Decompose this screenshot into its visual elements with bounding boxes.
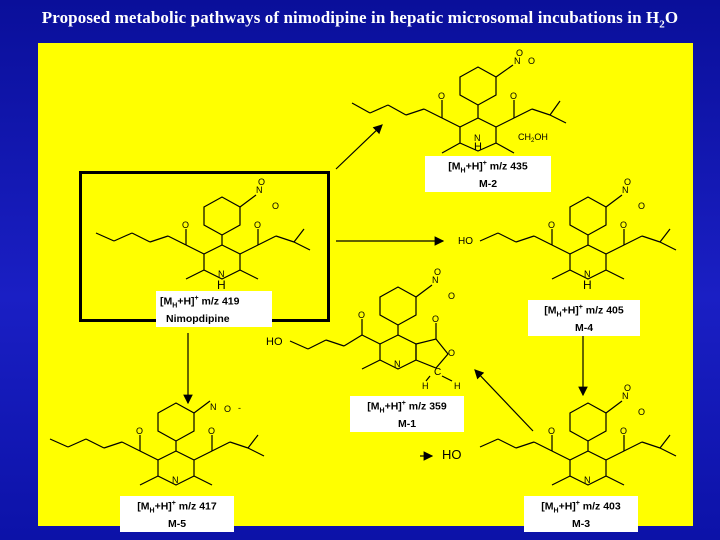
m4-nitro-n: N bbox=[622, 185, 629, 195]
parent-nh-h: H bbox=[217, 278, 226, 292]
m2-nh-h: H bbox=[474, 141, 482, 153]
m2-nitro-n: N bbox=[514, 56, 521, 66]
arrow-parent-to-m2 bbox=[335, 124, 383, 170]
page-title: Proposed metabolic pathways of nimodipin… bbox=[41, 8, 679, 31]
m2-ion: [MH+H]+ m/z 435 bbox=[448, 160, 528, 175]
m1-label: [MH+H]+ m/z 359 M-1 bbox=[350, 396, 464, 432]
parent-name: Nimopdipine bbox=[166, 312, 230, 325]
m4-label: [MH+H]+ m/z 405 M-4 bbox=[528, 300, 640, 336]
m3-ring-n: N bbox=[584, 475, 591, 485]
m1-name: M-1 bbox=[397, 417, 417, 430]
m5-nitro-minus: - bbox=[238, 403, 241, 413]
m5-carbonyl-o-right: O bbox=[208, 426, 215, 436]
m3-carbonyl-o-right: O bbox=[620, 426, 627, 436]
m2-carbonyl-o-left: O bbox=[438, 91, 445, 101]
m4-carbonyl-o-left: O bbox=[548, 220, 555, 230]
m2-carbonyl-o-right: O bbox=[510, 91, 517, 101]
m2-nitro-o-top: O bbox=[516, 48, 523, 58]
parent-phenyl-ring bbox=[203, 196, 241, 236]
arrow-m3-to-m1 bbox=[474, 369, 534, 432]
m4-ion: [MH+H]+ m/z 405 bbox=[544, 304, 624, 319]
m5-nitro-n: N bbox=[210, 402, 217, 412]
m1-nitro-o-top: O bbox=[434, 267, 441, 277]
parent-carbonyl-o-left: O bbox=[182, 220, 189, 230]
m4-name: M-4 bbox=[574, 321, 594, 334]
m3-phenyl-ring bbox=[569, 402, 607, 442]
m1-structure bbox=[289, 284, 453, 382]
m1-carbon: C bbox=[434, 367, 441, 378]
pathway-diagram: N O O O O N H CH2OH N O O O O N H N O O … bbox=[38, 43, 693, 532]
m3-carbonyl-o-left: O bbox=[548, 426, 555, 436]
m4-hydroxyl: HO bbox=[458, 236, 473, 247]
m5-phenyl-ring bbox=[157, 402, 195, 442]
m1-lactone-o: O bbox=[448, 348, 455, 358]
m1-phenyl-ring bbox=[379, 286, 417, 326]
m5-nitro-o: O bbox=[224, 404, 231, 414]
m1-h-left: H bbox=[422, 381, 429, 391]
m1-ion: [MH+H]+ m/z 359 bbox=[367, 400, 447, 415]
parent-nitro-n: N bbox=[256, 185, 263, 195]
m2-ring-n: N bbox=[474, 133, 481, 143]
m1-h-right: H bbox=[454, 381, 461, 391]
m2-nitro-o: O bbox=[528, 56, 535, 66]
m2-structure bbox=[351, 64, 567, 154]
m5-name: M-5 bbox=[167, 517, 187, 530]
m5-label: [MH+H]+ m/z 417 M-5 bbox=[120, 496, 234, 532]
parent-carbonyl-o-right: O bbox=[254, 220, 261, 230]
m1-lactone-ring bbox=[415, 338, 449, 369]
m4-structure bbox=[479, 194, 677, 280]
m1-nitro-n: N bbox=[432, 275, 439, 285]
m2-name: M-2 bbox=[478, 177, 498, 190]
m3-structure bbox=[479, 400, 677, 486]
m4-nh-h: H bbox=[583, 278, 592, 292]
parent-label: [MH+H]+ m/z 419 Nimopdipine bbox=[156, 291, 272, 327]
m3-nitro-o: O bbox=[638, 407, 645, 417]
m4-phenyl-ring bbox=[569, 196, 607, 236]
m1-hydroxyl: HO bbox=[266, 336, 283, 348]
m3-nitro-o-top: O bbox=[624, 383, 631, 393]
m2-ch2oh: CH2OH bbox=[518, 132, 548, 144]
m1-carbonyl-o-right: O bbox=[432, 314, 439, 324]
parent-ring-n: N bbox=[218, 269, 225, 279]
m4-carbonyl-o-right: O bbox=[620, 220, 627, 230]
m3-ion: [MH+H]+ m/z 403 bbox=[541, 500, 621, 515]
m5-ring-n: N bbox=[172, 475, 179, 485]
parent-nitro-o-top: O bbox=[258, 177, 265, 187]
m4-nitro-o: O bbox=[638, 201, 645, 211]
parent-nitro-o: O bbox=[272, 201, 279, 211]
m1-nitro-o: O bbox=[448, 291, 455, 301]
m3-name: M-3 bbox=[571, 517, 591, 530]
parent-structure bbox=[95, 194, 311, 280]
m5-carbonyl-o-left: O bbox=[136, 426, 143, 436]
m5-ion: [MH+H]+ m/z 417 bbox=[137, 500, 217, 515]
m3-hydroxyl: HO bbox=[442, 447, 462, 462]
m1-carbonyl-o-left: O bbox=[358, 310, 365, 320]
m1-ring-n: N bbox=[394, 359, 401, 369]
m3-label: [MH+H]+ m/z 403 M-3 bbox=[524, 496, 638, 532]
pathway-drawing: N O O O O N H CH2OH N O O O O N H N O O … bbox=[49, 48, 677, 486]
m4-nitro-o-top: O bbox=[624, 177, 631, 187]
m2-label: [MH+H]+ m/z 435 M-2 bbox=[425, 156, 551, 192]
m2-phenyl-ring bbox=[459, 66, 497, 106]
parent-ion: [MH+H]+ m/z 419 bbox=[160, 295, 240, 310]
m5-structure bbox=[49, 400, 265, 486]
m4-ring-n: N bbox=[584, 269, 591, 279]
m3-nitro-n: N bbox=[622, 391, 629, 401]
